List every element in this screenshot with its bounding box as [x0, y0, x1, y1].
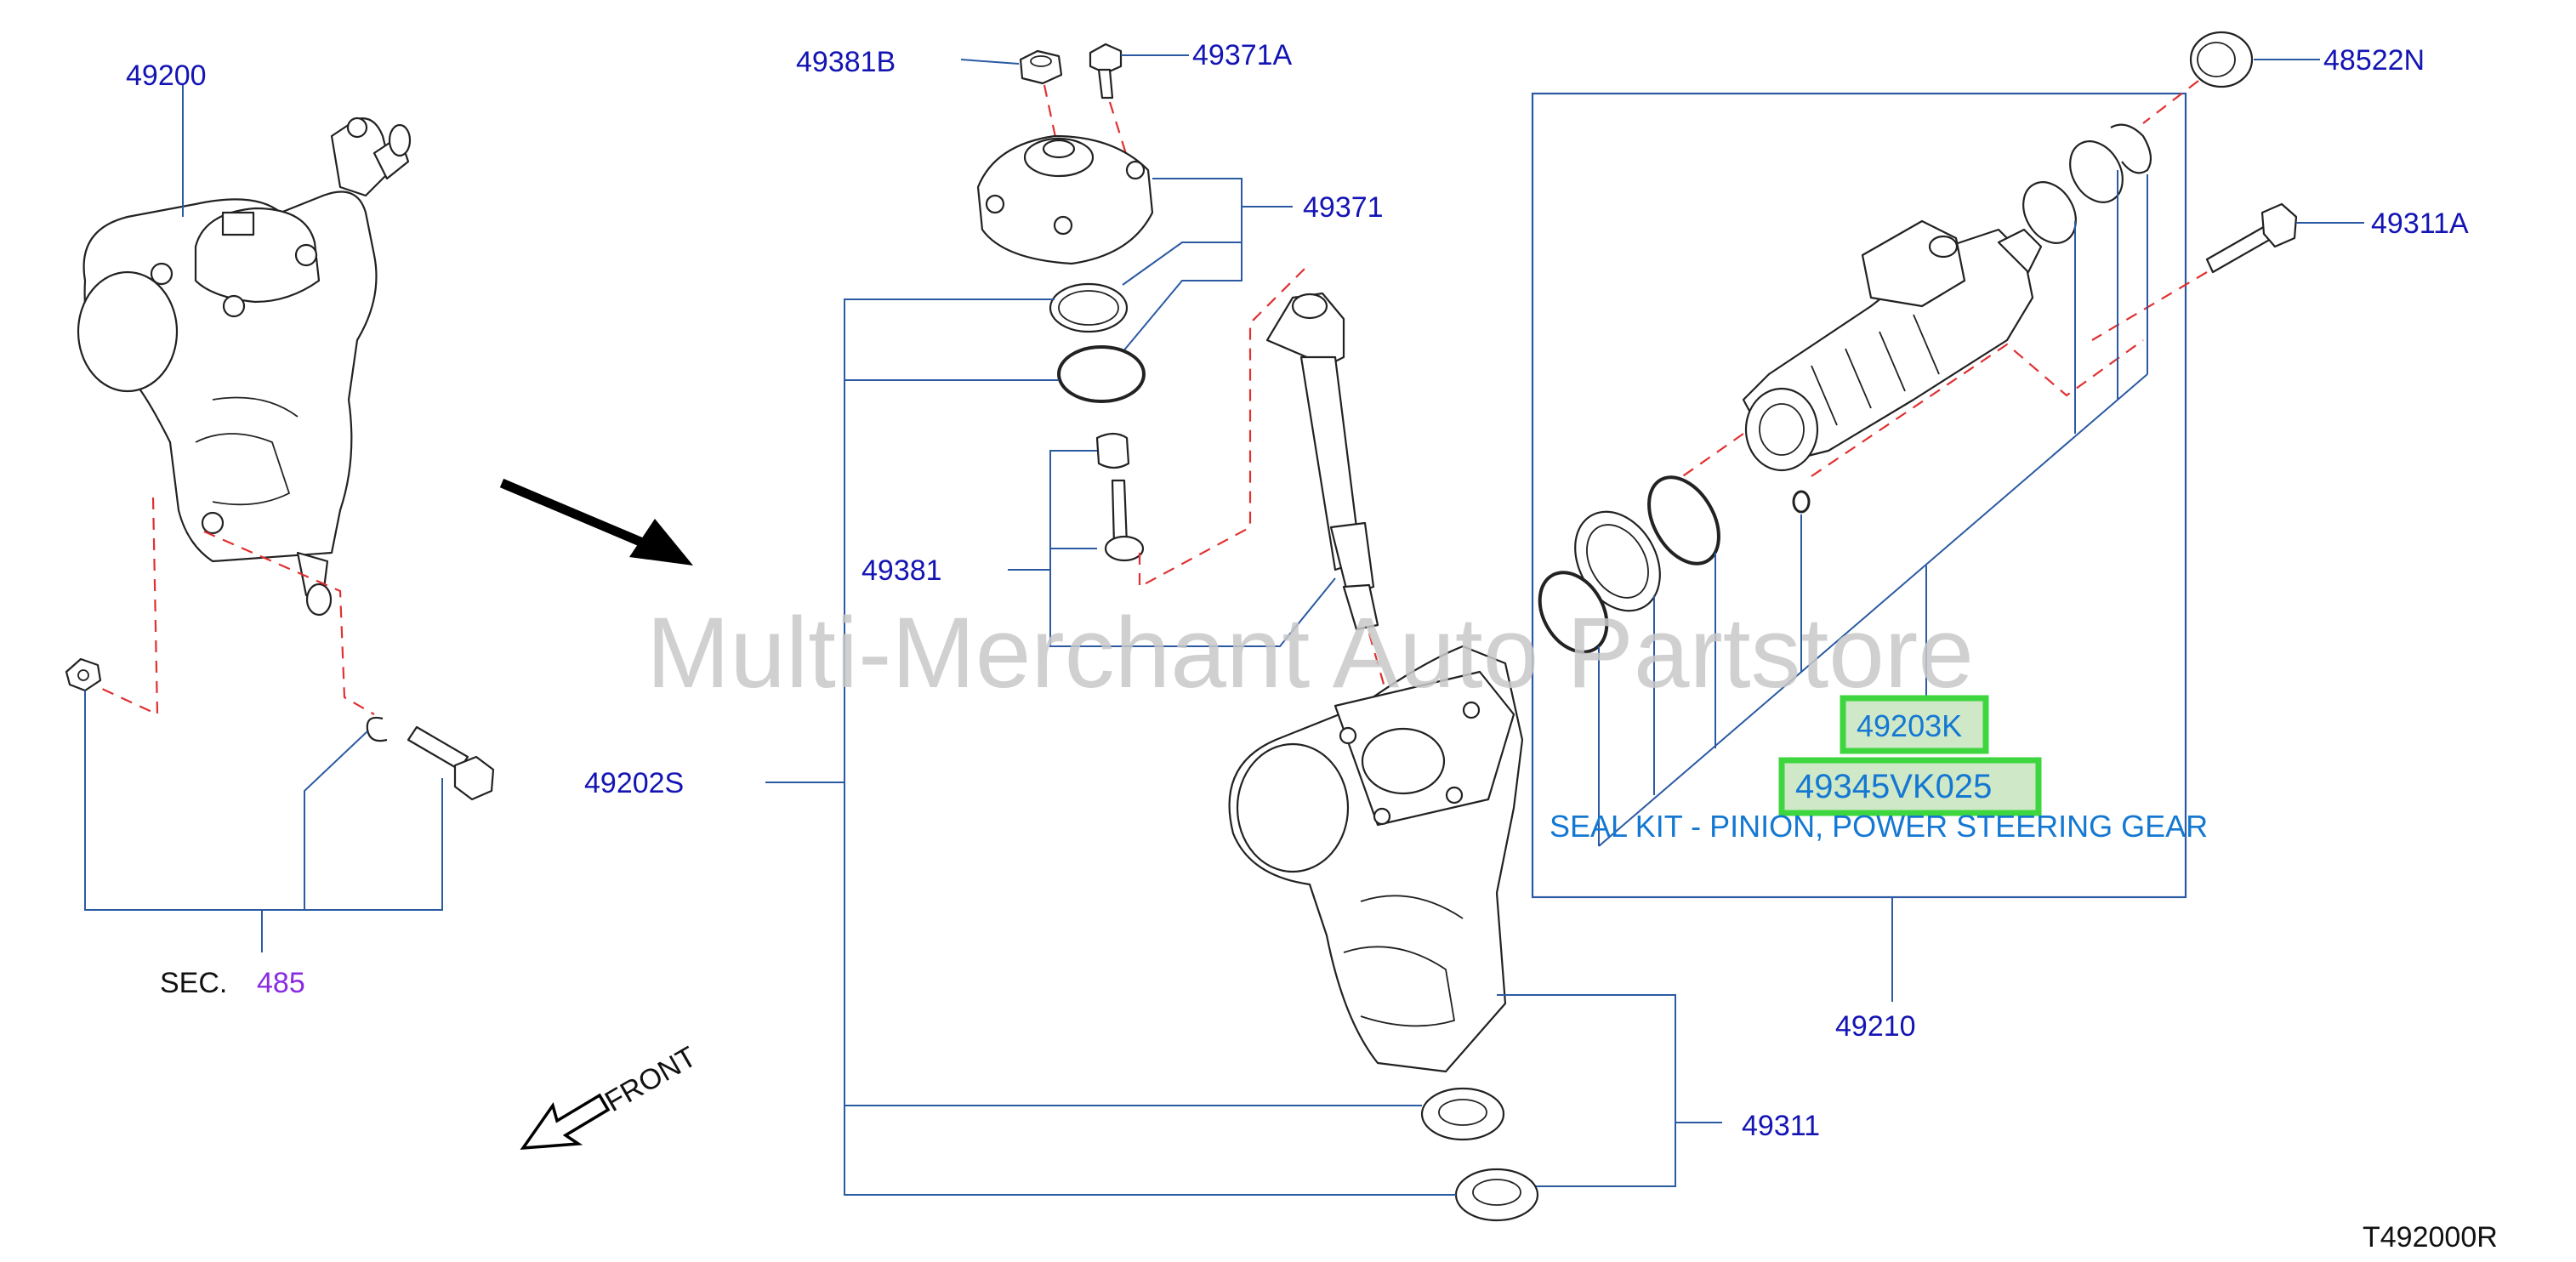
front-arrow-icon [520, 1093, 611, 1151]
ring-kit-2 [2022, 181, 2077, 244]
label-49311A: 49311A [2371, 207, 2469, 240]
bolt-49371A [1089, 43, 1123, 99]
nut-left [65, 657, 102, 692]
steering-gear-housing [1228, 645, 1524, 1073]
seal-kit-frame [1531, 92, 2187, 899]
seal-49311-lower [1454, 1168, 1539, 1222]
steering-gear-assembly-left [77, 117, 412, 617]
valve-body-49210 [1742, 219, 2043, 472]
seal-49311-upper [1420, 1087, 1505, 1141]
label-sec-485[interactable]: 485 [257, 967, 305, 999]
label-48522N: 48522N [2323, 44, 2425, 77]
label-49210: 49210 [1835, 1010, 1916, 1043]
bolt-49311A [2205, 202, 2298, 274]
small-o-ring [1792, 490, 1811, 514]
label-49345VK025[interactable]: 49345VK025 [1795, 768, 1992, 805]
seal-ring-1 [1049, 282, 1129, 333]
seal-48522N [2189, 31, 2254, 88]
snap-ring-left [366, 716, 388, 742]
snap-ring-kit [2110, 123, 2152, 174]
watermark: Multi-Merchant Auto Partstore [646, 597, 1974, 709]
arrow-right-icon [499, 478, 693, 566]
label-sec-prefix: SEC. [160, 967, 227, 999]
o-ring-kit-1 [1647, 475, 1720, 566]
label-49200: 49200 [126, 60, 207, 92]
highlight-49203K [1840, 695, 1989, 754]
label-49381: 49381 [862, 554, 942, 587]
cover-49371 [976, 134, 1154, 265]
label-49381B: 49381B [796, 46, 896, 78]
label-49371: 49371 [1303, 191, 1384, 224]
label-49202S: 49202S [584, 767, 684, 799]
diagram-code: T492000R [2363, 1221, 2498, 1253]
screw-49381 [1104, 479, 1145, 562]
highlight-49345VK025 [1778, 757, 2042, 816]
bolt-left [407, 725, 495, 801]
o-ring-kit-2 [1538, 571, 1609, 654]
nut-49381B [1019, 49, 1063, 85]
ring-kit-1 [2069, 140, 2124, 203]
bushing-49381 [1095, 432, 1130, 469]
pinion-shaft [1265, 292, 1379, 631]
label-front: FRONT [600, 1040, 702, 1117]
label-49311: 49311 [1742, 1110, 1820, 1142]
label-seal-kit[interactable]: SEAL KIT - PINION, POWER STEERING GEAR [1550, 809, 2208, 844]
o-ring-1 [1057, 345, 1146, 403]
label-49203K[interactable]: 49203K [1857, 708, 1962, 743]
label-49371A: 49371A [1192, 39, 1293, 71]
